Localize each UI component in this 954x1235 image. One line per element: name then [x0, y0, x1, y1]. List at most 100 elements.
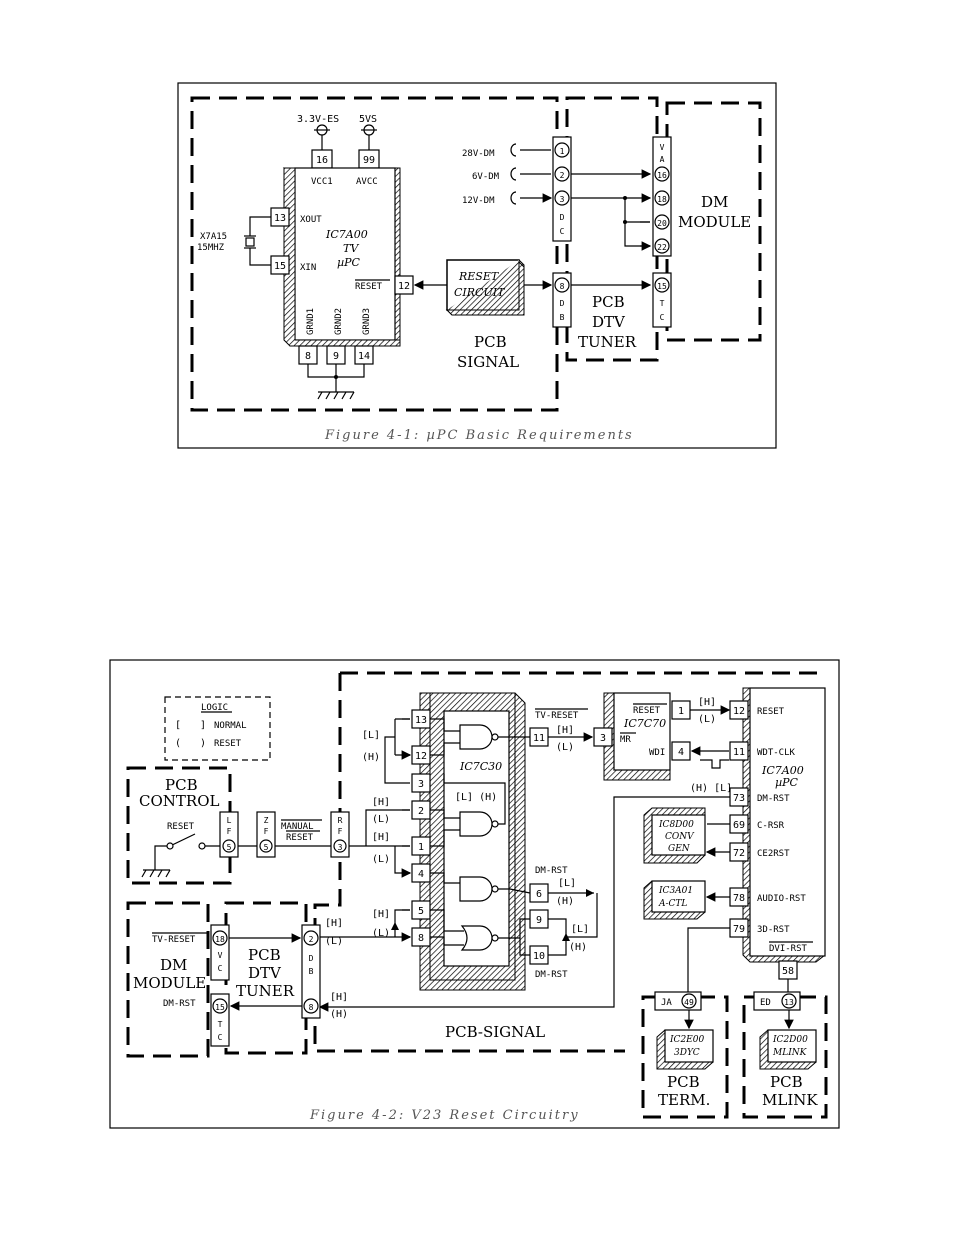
dc-pin-1: 1	[560, 147, 565, 156]
upc-pins: 12 11 73 69 72 78 79 58	[729, 700, 798, 980]
lvl-11b-label: (L)	[556, 742, 574, 753]
pcb-mlink-label-1: PCB	[770, 1073, 803, 1091]
dc-pin-2: 2	[560, 171, 565, 180]
dm-rst-dm-label: DM-RST	[163, 999, 196, 1009]
lvl-8-label: (L)	[372, 928, 390, 939]
gate-pin-1: 1	[418, 842, 424, 853]
va-label-a: A	[660, 155, 665, 164]
lvl-6b-label: (H)	[556, 896, 574, 907]
upc-sig-audio: AUDIO-RST	[757, 894, 806, 904]
upc-sig-reset: RESET	[757, 707, 785, 717]
rf-connector	[330, 811, 350, 858]
lf-label-l: L	[227, 816, 232, 825]
pcb-signal-label-2: SIGNAL	[457, 353, 519, 371]
ed-connector	[753, 991, 801, 1011]
lvl-db2-label: [H]	[325, 918, 343, 929]
v6-label: 6V-DM	[472, 172, 500, 182]
lvl-reset-b-label: (L)	[698, 714, 716, 725]
ic7c70-pin-1: 1	[678, 706, 684, 717]
lvl-reset-label: [H]	[698, 697, 716, 708]
logic-title: LOGIC	[201, 703, 228, 713]
upc-sig-dmrst: DM-RST	[757, 794, 790, 804]
ic7c70-body	[613, 692, 671, 771]
ic7a00-name: IC7A00	[325, 228, 368, 241]
ic2e00-sub: 3DYC	[674, 1048, 700, 1058]
tc-label-t: T	[660, 299, 665, 308]
pin-13-label: 13	[274, 213, 286, 224]
upc-sig-crsr: C-RSR	[757, 821, 785, 831]
db-label-b: B	[560, 313, 565, 322]
upc-body	[749, 687, 826, 957]
lvl-5-label: [H]	[372, 909, 390, 920]
nand-gate-4	[460, 925, 493, 951]
rf-label-f: F	[338, 827, 343, 836]
db-pin: 8	[560, 282, 565, 291]
reset-circuit-shadow	[445, 260, 525, 316]
va-pin-22: 22	[657, 243, 667, 252]
xout-label: XOUT	[300, 215, 322, 225]
logic-normal: NORMAL	[214, 721, 247, 731]
dc-connector	[552, 136, 572, 242]
pcb-dtv-label-1: PCB	[592, 293, 625, 311]
ja-pin: 49	[684, 998, 694, 1007]
dm-module-region2	[126, 901, 210, 1058]
pcb-control-label-2: CONTROL	[139, 792, 219, 810]
dm-rst-label-a: DM-RST	[535, 866, 568, 876]
reset-pin-label: RESET	[355, 282, 383, 292]
lf-connector	[219, 811, 239, 858]
db2-label-d: D	[309, 954, 314, 963]
pcb-dtv2-label-1: PCB	[248, 946, 281, 964]
logic-legend	[164, 696, 271, 761]
va-connector	[652, 136, 672, 257]
ic2d00-name: IC2D00	[772, 1035, 808, 1045]
reset-switch	[154, 833, 220, 870]
gate-pin-6: 6	[536, 889, 542, 900]
va-pin-18: 18	[657, 195, 667, 204]
figure1-caption: Figure 4-1: µPC Basic Requirements	[324, 428, 634, 443]
ic7c70-label: IC7C70	[623, 717, 666, 730]
lvl-12-label: (H)	[362, 752, 380, 763]
zf-label-f: F	[264, 827, 269, 836]
va-label-v: V	[660, 143, 665, 152]
dm-rst-label-b: DM-RST	[535, 970, 568, 980]
lvl-3-label: [L] (H)	[455, 792, 497, 803]
gate-pin-12: 12	[415, 751, 427, 762]
zf-pin: 5	[264, 843, 269, 852]
lvl-13-label: [L]	[362, 730, 380, 741]
lvl-db8b-label: (H)	[330, 1009, 348, 1020]
zf-label-z: Z	[264, 816, 269, 825]
pcb-signal-region2	[313, 671, 825, 1053]
upc-sig-wdt: WDT-CLK	[757, 748, 796, 758]
lvl-9-label: [L]	[571, 924, 589, 935]
ic7c70-wdi: WDI	[649, 748, 665, 758]
ic7c30-body	[443, 710, 510, 967]
pcb-term-label-2: TERM.	[658, 1091, 710, 1109]
upc-pin-58: 58	[782, 966, 794, 977]
upc-label: IC7A00	[761, 764, 804, 777]
ic7a00-shadow	[283, 167, 401, 347]
ic3a01-name: IC3A01	[658, 886, 693, 896]
pin-99-label: 99	[363, 155, 375, 166]
ic8d00-sub1: CONV	[665, 832, 695, 842]
ja-connector	[654, 991, 702, 1011]
lvl-db8-label: [H]	[330, 992, 348, 1003]
gate-pin-8: 8	[418, 933, 424, 944]
rf-pin: 3	[338, 843, 343, 852]
upc-pin-78: 78	[733, 893, 745, 904]
ic2e00-name: IC2E00	[669, 1035, 704, 1045]
logic-reset: RESET	[214, 739, 242, 749]
figure2-caption: Figure 4-2: V23 Reset Circuitry	[309, 1108, 580, 1123]
figure-4-1: 3.3V-ES 5VS 16 99 VCC1 AVCC XOUT XIN IC7…	[177, 82, 777, 449]
ic7c70-pin-3: 3	[600, 733, 606, 744]
gate-pin-4: 4	[418, 869, 424, 880]
tc2-pin-15: 15	[215, 1003, 225, 1012]
gate-pin-10: 10	[533, 951, 545, 962]
lvl-11-label: [H]	[556, 725, 574, 736]
grnd3-label: GRND3	[362, 308, 372, 335]
tc-label-c: C	[660, 313, 665, 322]
vc-label-c: C	[218, 964, 223, 973]
ic7c30-label: IC7C30	[459, 760, 502, 773]
pcb-control-label-1: PCB	[165, 776, 198, 794]
pcb-dtv2-label-3: TUNER	[236, 982, 295, 1000]
